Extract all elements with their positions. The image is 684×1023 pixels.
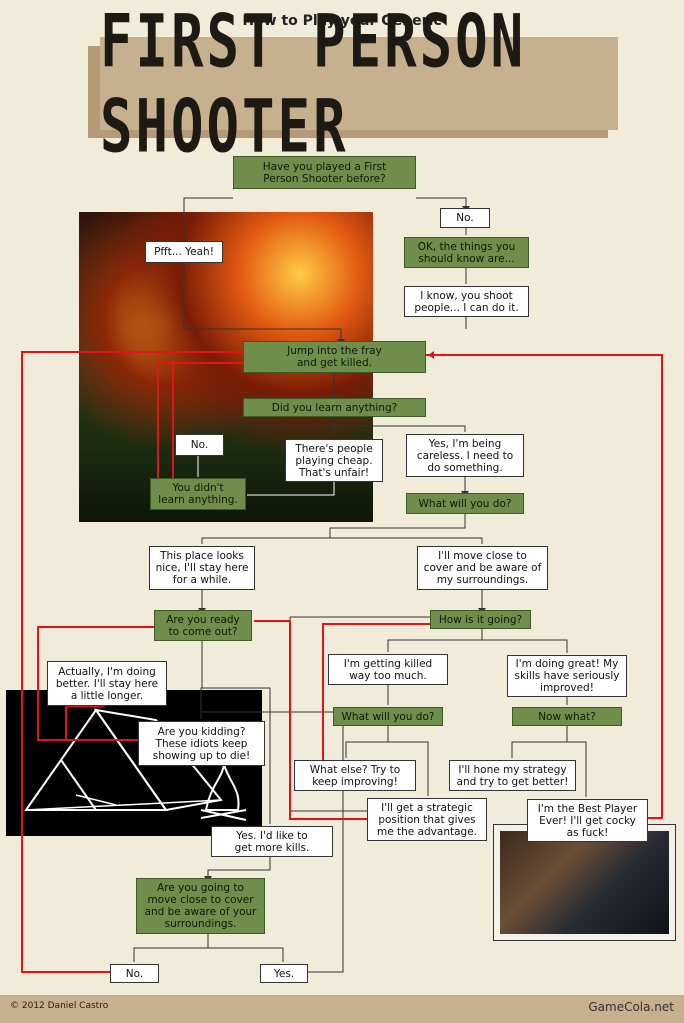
node-keep-improving: What else? Try to keep improving!: [294, 760, 416, 791]
node-didnt-learn: You didn't learn anything.: [150, 478, 246, 510]
node-did-you-learn: Did you learn anything?: [243, 398, 426, 417]
footer-bar: [0, 995, 684, 1023]
copyright-text: © 2012 Daniel Castro: [10, 1001, 109, 1011]
node-are-you-kidding: Are you kidding? These idiots keep showi…: [138, 721, 265, 766]
node-final-no: No.: [110, 964, 159, 983]
node-i-know: I know, you shoot people... I can do it.: [404, 286, 529, 317]
node-now-what: Now what?: [512, 707, 622, 726]
node-how-is-it-going: How is it going?: [430, 610, 531, 629]
node-learn-no: No.: [175, 434, 224, 456]
node-strategic-position: I'll get a strategic position that gives…: [367, 798, 487, 841]
node-ready-to-come-out: Are you ready to come out?: [154, 610, 252, 641]
node-things-to-know: OK, the things you should know are...: [404, 237, 529, 268]
node-hone-strategy: I'll hone my strategy and try to get bet…: [449, 760, 576, 791]
node-stay-here: This place looks nice, I'll stay here fo…: [149, 546, 255, 590]
node-played-before: Have you played a First Person Shooter b…: [233, 156, 416, 189]
cocky-player-photo: [493, 824, 676, 941]
node-what-will-you-do-1: What will you do?: [406, 493, 524, 514]
node-jump-into-fray: Jump into the fray and get killed.: [243, 341, 426, 373]
node-pfft-yeah: Pfft... Yeah!: [145, 241, 223, 263]
node-doing-great: I'm doing great! My skills have seriousl…: [507, 655, 627, 697]
title-banner: [100, 37, 618, 130]
node-best-player-ever: I'm the Best Player Ever! I'll get cocky…: [527, 799, 648, 842]
node-no-first: No.: [440, 208, 490, 228]
supertitle: How to Play your Generic: [242, 13, 442, 29]
node-final-yes: Yes.: [260, 964, 308, 983]
node-playing-cheap: There's people playing cheap. That's unf…: [285, 439, 383, 482]
node-being-careless: Yes, I'm being careless. I need to do so…: [406, 434, 524, 477]
node-getting-killed: I'm getting killed way too much.: [328, 654, 448, 685]
node-going-to-cover: Are you going to move close to cover and…: [136, 878, 265, 934]
node-more-kills: Yes. I'd like to get more kills.: [211, 826, 333, 857]
node-doing-better: Actually, I'm doing better. I'll stay he…: [47, 661, 167, 706]
node-move-to-cover: I'll move close to cover and be aware of…: [417, 546, 548, 590]
site-brand: GameCola.net: [588, 1000, 674, 1014]
node-what-will-you-do-2: What will you do?: [333, 707, 443, 726]
